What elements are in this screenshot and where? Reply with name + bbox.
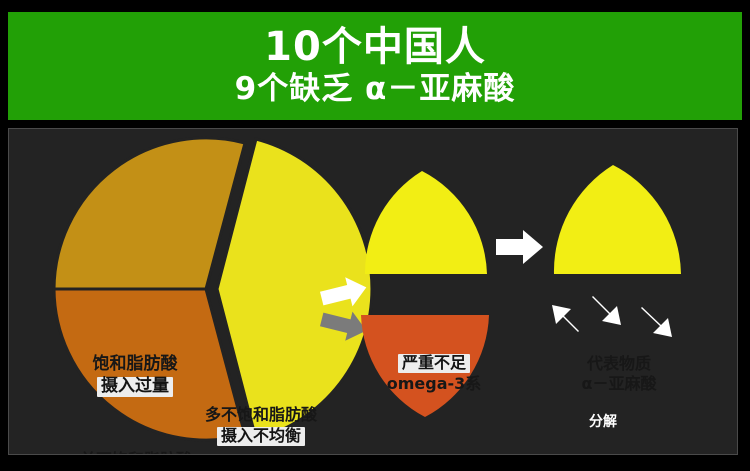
wedge-label-omega3-status: 严重不足 [397, 354, 470, 373]
pie-label-polyunsaturated: 多不饱和脂肪酸 摄入不均衡 [183, 406, 339, 446]
header-banner: 10个中国人 9个缺乏 α－亚麻酸 [8, 12, 742, 120]
pie-label-saturated-status: 摄入过量 [97, 376, 173, 398]
pie-label-monounsaturated: 单不饱和脂肪酸 摄入偏少 [53, 450, 219, 454]
pie-chart [52, 136, 374, 442]
pie-slice-polyunsaturated [215, 137, 374, 441]
header-title-line2: 9个缺乏 α－亚麻酸 [234, 71, 516, 107]
representative-title: 代表物质 [586, 354, 651, 373]
arrow-decompose-left [552, 296, 621, 332]
pie-label-polyunsaturated-name: 多不饱和脂肪酸 [204, 405, 317, 424]
diagram-panel: 饱和脂肪酸 摄入过量 单不饱和脂肪酸 摄入偏少 多不饱和脂肪酸 摄入不均衡 严重… [8, 128, 738, 455]
wedge-label-omega3-name: omega-3系 [386, 373, 482, 393]
pie-label-polyunsaturated-status: 摄入不均衡 [216, 426, 305, 446]
pie-slice-monounsaturated [52, 287, 247, 442]
wedge-representative [553, 165, 681, 274]
wedge-omega3 [364, 171, 487, 274]
pie-slice-saturated [52, 136, 247, 291]
pie-label-monounsaturated-name: 单不饱和脂肪酸 [80, 450, 192, 454]
decompose-label: 分解 [589, 414, 617, 430]
arrow-pie-to-omega6 [319, 311, 367, 341]
header-title-line1: 10个中国人 [264, 24, 486, 70]
wedge-label-representative: 代表物质 α－亚麻酸 [549, 355, 689, 393]
diagram-graphics [52, 136, 681, 442]
arrow-decompose-right [641, 307, 672, 337]
pie-label-saturated-name: 饱和脂肪酸 [92, 354, 178, 374]
arrow-pie-to-omega3 [319, 277, 367, 307]
pie-label-saturated: 饱和脂肪酸 摄入过量 [61, 354, 209, 398]
wedge-label-omega3: 严重不足 omega-3系 [371, 354, 497, 393]
arrow-omega3-to-representative [496, 230, 543, 264]
representative-substance: α－亚麻酸 [581, 373, 657, 393]
